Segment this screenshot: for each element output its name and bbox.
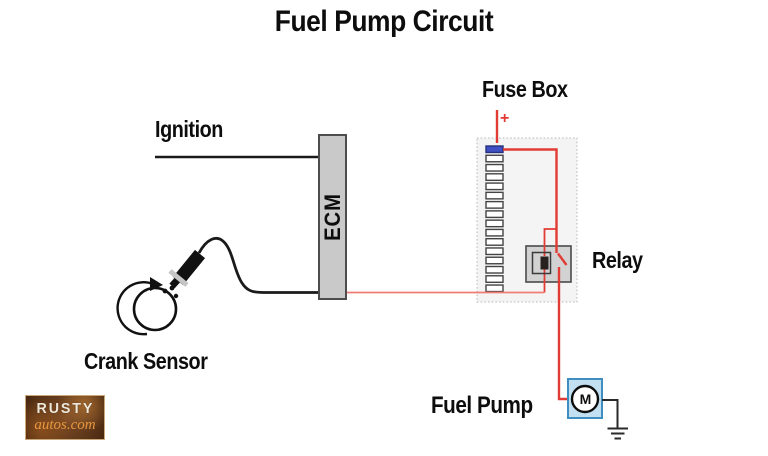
diagram-title: Fuel Pump Circuit (274, 5, 494, 38)
label-relay: Relay (592, 247, 643, 273)
sensor-probe-band (168, 269, 189, 287)
label-fuel-pump: Fuel Pump (431, 392, 533, 419)
label-ignition: Ignition (155, 116, 223, 142)
logo-domain-text: autos.com (34, 417, 96, 434)
fuse (485, 219, 504, 228)
battery-positive-sign: + (500, 110, 510, 127)
relay-coil-frame (531, 251, 552, 275)
rotation-arrow-arc (116, 281, 154, 336)
fuse (485, 247, 504, 256)
crank-sensor-graphic (116, 249, 206, 336)
sensor-probe-body (172, 249, 206, 286)
motor-circle (570, 384, 600, 414)
fuse (485, 237, 504, 246)
ecm-label: ECM (319, 193, 345, 241)
pump-ground-wire (602, 399, 619, 428)
fuse (485, 228, 504, 237)
sensor-tooth-dot (162, 288, 168, 294)
label-crank-sensor: Crank Sensor (84, 348, 208, 374)
fuse (485, 182, 504, 191)
fuse (485, 210, 504, 219)
fuse-fuel-pump-highlighted (485, 145, 504, 154)
fuse-to-relay-feed-wire (503, 148, 558, 253)
fuse (485, 163, 504, 172)
ground-symbol (607, 427, 628, 440)
label-fuse-box: Fuse Box (482, 76, 568, 102)
sensor-tooth-dot (173, 293, 179, 299)
ecm-box: ECM (318, 134, 347, 300)
logo-brand-text: RUSTY (36, 400, 94, 418)
motor-label: M (579, 391, 592, 407)
fuse-column (485, 145, 504, 293)
fuse (485, 256, 504, 265)
fuse (485, 265, 504, 274)
fuse (485, 275, 504, 283)
fuse (485, 154, 504, 163)
fuse (485, 200, 504, 209)
reluctor-wheel (132, 286, 178, 332)
relay-coil-core (540, 256, 549, 270)
relay-to-pump-wire (557, 267, 568, 401)
crank-sensor-cable (197, 237, 318, 294)
fuse (485, 173, 504, 182)
relay-switch-arm (557, 252, 568, 266)
relay-coil-feed-branch (543, 228, 557, 256)
rusty-autos-logo: RUSTY autos.com (25, 395, 105, 440)
fuse (485, 284, 504, 293)
fuse (485, 191, 504, 200)
